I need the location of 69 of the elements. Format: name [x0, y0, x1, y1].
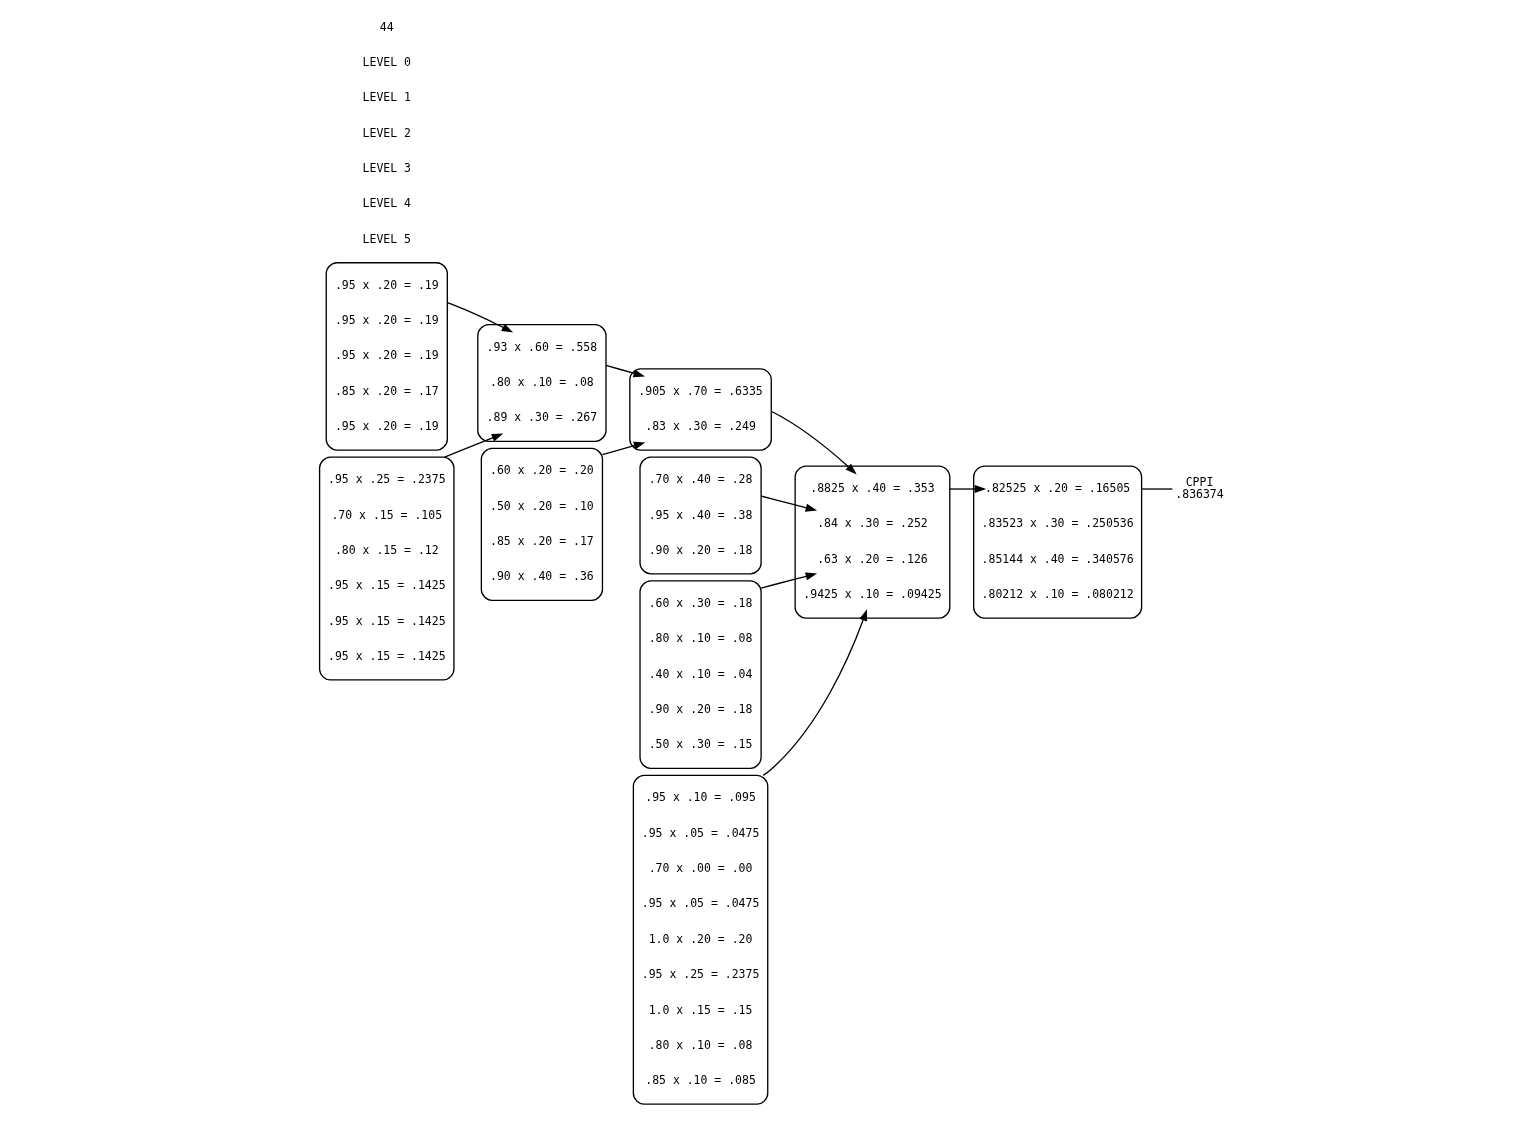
node-text: .80 x .10 = .08 — [648, 1037, 753, 1052]
node-text: .50 x .20 = .10 — [490, 498, 594, 513]
node-text: .80 x .10 = .08 — [648, 631, 753, 646]
arrow — [760, 495, 818, 512]
label: LEVEL 4 — [362, 196, 411, 211]
node-text: .85 x .20 = .17 — [490, 534, 594, 549]
node-text: CPPI .836374 — [1175, 474, 1224, 502]
arrow — [762, 609, 868, 777]
node-text: .90 x .20 = .18 — [648, 702, 753, 716]
node-text: 1.0 x .15 = .15 — [648, 1002, 753, 1017]
label: 44 — [379, 19, 394, 34]
label: LEVEL 2 — [362, 125, 411, 140]
node-text: .93 x .60 = .558 — [486, 339, 598, 354]
node-text: .70 x .00 = .00 — [648, 861, 753, 876]
node-text: .95 x .20 = .19 — [334, 277, 439, 292]
node-text: .9425 x .10 = .09425 — [803, 587, 942, 602]
node-text: .90 x .20 = .18 — [648, 542, 753, 557]
node-text: .82525 x .20 = .16505 — [985, 481, 1131, 496]
label: LEVEL 0 — [362, 55, 411, 69]
node-text: .95 x .15 = .1425 — [328, 648, 446, 663]
node-text: .95 x .20 = .19 — [334, 419, 439, 434]
node-text: .80 x .10 = .08 — [490, 374, 594, 389]
node-text: .95 x .20 = .19 — [334, 348, 439, 363]
arrow — [601, 441, 646, 456]
node-text: .80212 x .10 = .080212 — [981, 587, 1134, 602]
arrow — [443, 433, 504, 458]
node-text: .95 x .05 = .0475 — [641, 896, 760, 911]
cluster — [639, 580, 762, 769]
node-text: .95 x .20 = .19 — [334, 313, 439, 328]
node-text: .8825 x .40 = .353 — [810, 481, 935, 496]
connector — [1140, 488, 1174, 490]
node-text: .85 x .20 = .17 — [334, 383, 439, 398]
node-text: .90 x .40 = .36 — [490, 569, 594, 584]
node-text: .70 x .15 = .105 — [331, 507, 443, 522]
node-text: .95 x .10 = .095 — [645, 790, 756, 805]
node-text: .85144 x .40 = .340576 — [981, 551, 1134, 566]
node-text: .89 x .30 = .267 — [486, 410, 598, 425]
arrow — [446, 302, 514, 333]
node-text: 1.0 x .20 = .20 — [648, 931, 753, 946]
node-text: .60 x .30 = .18 — [648, 595, 753, 610]
node-text: .95 x .40 = .38 — [648, 507, 753, 522]
node-text: .95 x .15 = .1425 — [328, 578, 446, 593]
cluster — [318, 456, 455, 681]
node-text: .84 x .30 = .252 — [817, 516, 928, 531]
cluster — [639, 456, 762, 575]
label: LEVEL 3 — [362, 161, 411, 176]
arrow — [760, 572, 818, 589]
node-text: .70 x .40 = .28 — [648, 472, 753, 487]
node-text: .50 x .30 = .15 — [648, 737, 753, 752]
cluster — [325, 262, 448, 451]
cluster — [480, 447, 604, 602]
arrow — [770, 410, 857, 475]
node-text: .80 x .15 = .12 — [334, 542, 439, 557]
node-text: .905 x .70 = .6335 — [638, 383, 763, 398]
node-text: .95 x .05 = .0475 — [641, 825, 760, 840]
node-text: .85 x .10 = .085 — [645, 1073, 756, 1088]
node-text: .95 x .25 = .2375 — [641, 967, 760, 982]
arrow — [605, 364, 645, 378]
label: LEVEL 5 — [362, 231, 411, 246]
node-text: .60 x .20 = .20 — [490, 463, 594, 478]
arrow — [949, 485, 987, 494]
label: LEVEL 1 — [362, 90, 411, 105]
node-text: .40 x .10 = .04 — [648, 666, 753, 681]
node-text: .83523 x .30 = .250536 — [981, 516, 1134, 531]
node-text: .83 x .30 = .249 — [645, 419, 756, 434]
node-text: .95 x .25 = .2375 — [328, 472, 446, 487]
node-text: .95 x .15 = .1425 — [328, 613, 446, 628]
cluster — [632, 774, 769, 1105]
node-text: .63 x .20 = .126 — [817, 551, 928, 566]
